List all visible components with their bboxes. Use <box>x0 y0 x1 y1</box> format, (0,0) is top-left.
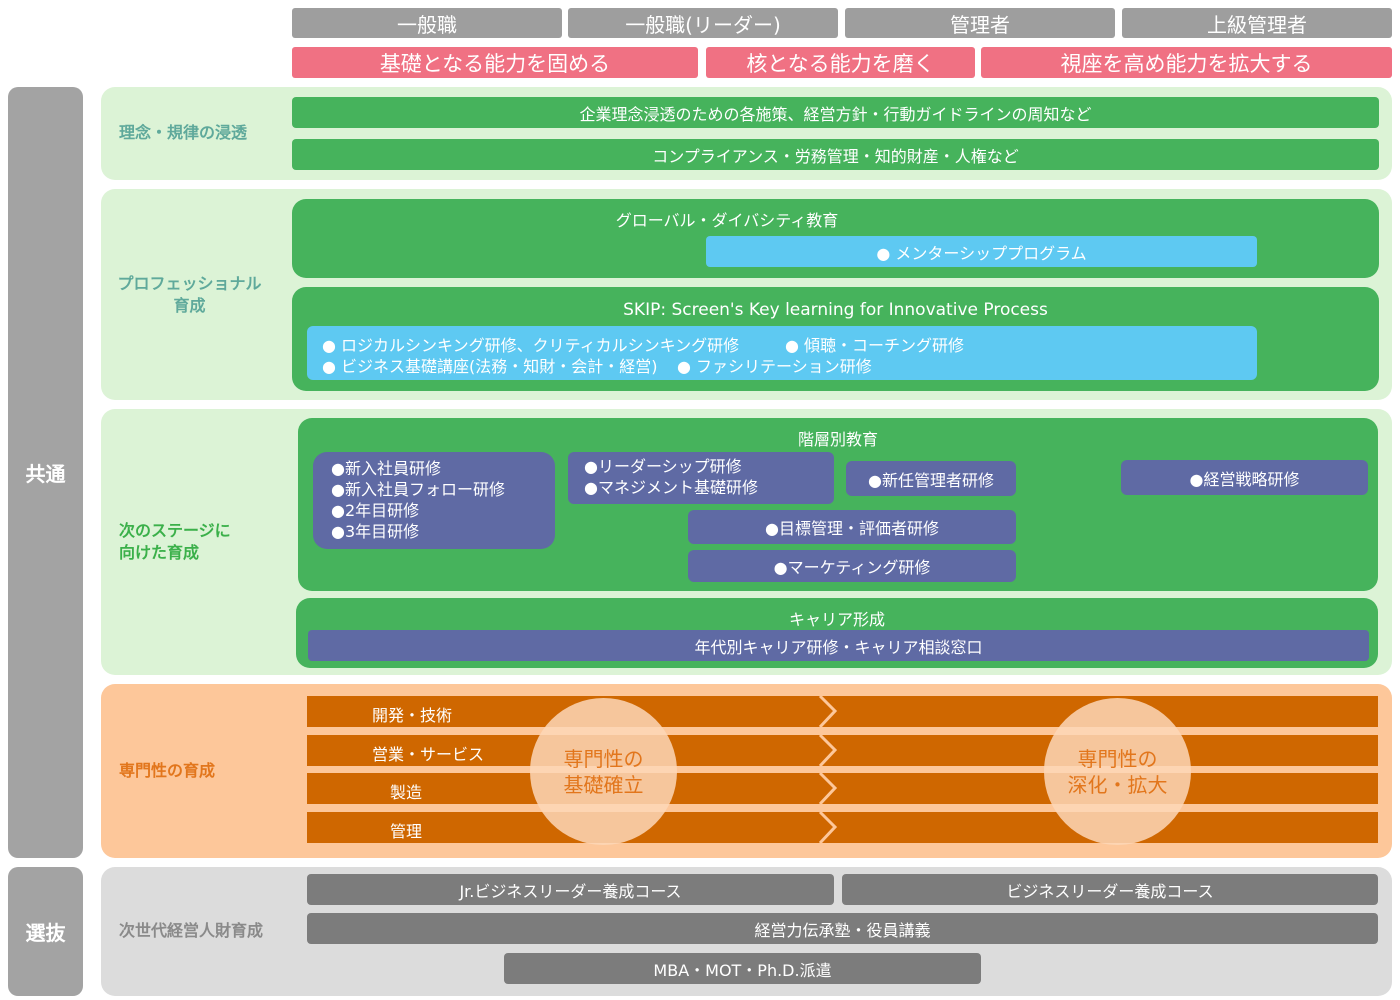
goal-expand: 視座を高め能力を拡大する <box>981 47 1392 78</box>
row-divider <box>818 771 838 806</box>
executive-lectures: 経営力伝承塾・役員講義 <box>307 913 1378 944</box>
level-senior-manager: 上級管理者 <box>1122 8 1392 38</box>
newhire-item: ●2年目研修 <box>331 501 420 520</box>
leadership-item: ●マネジメント基礎研修 <box>584 478 758 497</box>
label-philosophy: 理念・規律の浸透 <box>119 123 248 142</box>
row-label-development: 開発・技術 <box>372 706 453 725</box>
career-title: キャリア形成 <box>788 610 885 629</box>
tiered-title: 階層別教育 <box>797 430 878 449</box>
circle-deepening: 専門性の 深化・拡大 <box>1044 698 1191 845</box>
global-title: グローバル・ダイバシティ教育 <box>615 211 839 230</box>
newhire-item: ●新入社員研修 <box>331 459 441 478</box>
label-professional: プロフェッショナル 育成 <box>117 274 262 315</box>
row-label-management: 管理 <box>390 822 423 841</box>
bar-compliance: コンプライアンス・労務管理・知的財産・人権など <box>292 139 1379 170</box>
box-objectives: ●目標管理・評価者研修 <box>688 510 1016 544</box>
bar-corporate-philosophy: 企業理念浸透のための各施策、経営方針・行動ガイドラインの周知など <box>292 97 1379 128</box>
box-strategy: ●経営戦略研修 <box>1121 460 1368 495</box>
business-leader-course: ビジネスリーダー養成コース <box>842 874 1378 905</box>
sidebar-common: 共通 <box>8 87 83 858</box>
newhire-item: ●新入社員フォロー研修 <box>331 480 505 499</box>
goal-core: 核となる能力を磨く <box>706 47 975 78</box>
jr-business-leader-course: Jr.ビジネスリーダー養成コース <box>307 874 834 905</box>
skip-item-business: ● ビジネス基礎講座(法務・知財・会計・経営) <box>322 357 658 376</box>
level-manager: 管理者 <box>845 8 1115 38</box>
skip-title: SKIP: Screen's Key learning for Innovati… <box>623 300 1048 320</box>
label-next-stage: 次のステージに 向けた育成 <box>119 521 231 562</box>
goal-basic: 基礎となる能力を固める <box>292 47 698 78</box>
specialty-row <box>307 696 1378 727</box>
level-general-leader: 一般職(リーダー) <box>568 8 838 38</box>
box-marketing: ●マーケティング研修 <box>688 550 1016 582</box>
leadership-item: ●リーダーシップ研修 <box>584 457 742 476</box>
box-leadership: ●リーダーシップ研修 ●マネジメント基礎研修 <box>568 452 834 504</box>
row-label-manufacturing: 製造 <box>390 783 423 802</box>
box-newhire: ●新入社員研修 ●新入社員フォロー研修 ●2年目研修 ●3年目研修 <box>313 452 555 549</box>
specialty-row <box>307 735 1378 766</box>
specialty-row <box>307 812 1378 843</box>
newhire-item: ●3年目研修 <box>331 522 420 541</box>
skip-courses-box <box>307 326 1257 380</box>
sidebar-selection: 選抜 <box>8 867 83 996</box>
mentorship-program: ● メンターシッププログラム <box>706 236 1257 267</box>
row-divider <box>818 694 838 729</box>
skip-item-coaching: ● 傾聴・コーチング研修 <box>785 336 965 355</box>
row-label-sales: 営業・サービス <box>372 745 485 764</box>
box-new-manager: ●新任管理者研修 <box>846 461 1016 496</box>
level-general: 一般職 <box>292 8 562 38</box>
row-divider <box>818 810 838 845</box>
label-specialty: 専門性の育成 <box>119 761 216 780</box>
degree-dispatch: MBA・MOT・Ph.D.派遣 <box>504 953 981 984</box>
row-divider <box>818 733 838 768</box>
specialty-row <box>307 773 1378 804</box>
label-selection: 次世代経営人財育成 <box>119 921 264 940</box>
circle-foundation: 専門性の 基礎確立 <box>530 698 677 845</box>
skip-item-logical: ● ロジカルシンキング研修、クリティカルシンキング研修 <box>322 336 740 355</box>
career-bar: 年代別キャリア研修・キャリア相談窓口 <box>308 630 1369 661</box>
skip-item-facilitation: ● ファシリテーション研修 <box>677 357 872 376</box>
